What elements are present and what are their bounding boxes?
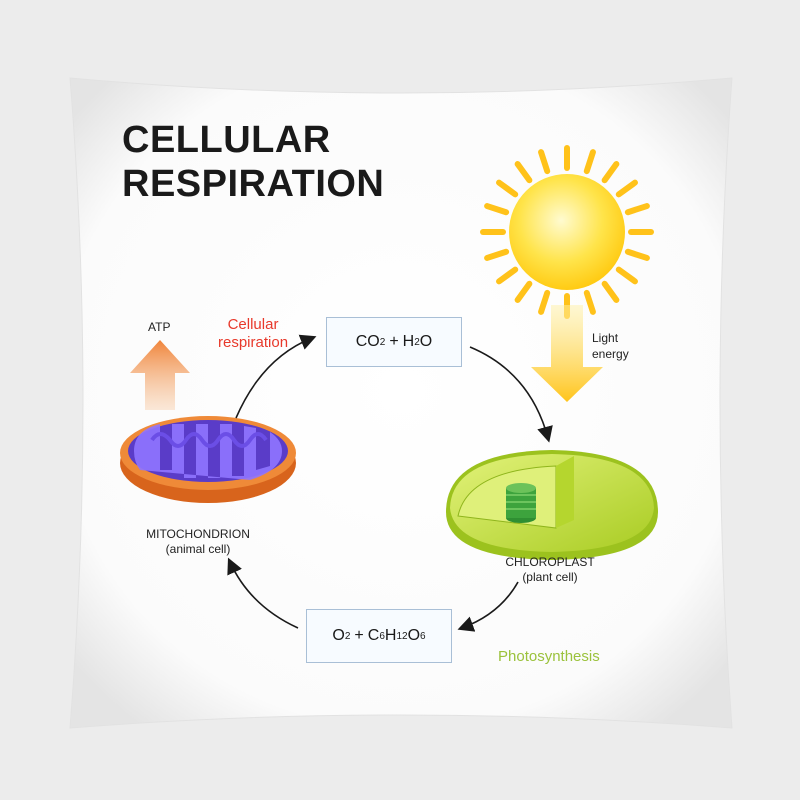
sun-ray	[538, 149, 551, 175]
title-line-1: CELLULAR	[122, 119, 331, 161]
formula-o2-subscript: 2	[344, 630, 351, 642]
sun-ray	[601, 280, 620, 303]
formula-h-subscript: 12	[396, 630, 408, 642]
sun-ray	[583, 149, 596, 175]
sun-ray	[624, 203, 650, 216]
arrow-co2-to-chloroplast	[469, 346, 553, 443]
sun-ray	[496, 179, 519, 198]
sun-ray	[514, 161, 533, 184]
cellular-respiration-label: Cellular respiration	[218, 316, 288, 352]
chloroplast-line-1: CHLOROPLAST	[505, 555, 595, 569]
arrow-mito-to-co2	[235, 334, 317, 419]
sun-ray	[624, 248, 650, 261]
sun-ray	[615, 266, 638, 285]
formula-co-subscript: 2	[379, 336, 386, 348]
sun-ray	[601, 161, 620, 184]
mitochondrion-icon	[120, 416, 296, 503]
formula-o: O	[407, 627, 421, 644]
mitochondrion-line-1: MITOCHONDRION	[146, 527, 250, 541]
sun-rays	[480, 145, 654, 319]
formula-co: CO	[355, 333, 380, 350]
mitochondrion-line-2: (animal cell)	[165, 542, 231, 556]
sun-ray	[514, 280, 533, 303]
arrow-down-icon	[531, 305, 603, 402]
mitochondrion-label: MITOCHONDRION (animal cell)	[128, 527, 268, 557]
light-energy-line-1: Light	[592, 331, 619, 345]
arrow-chloroplast-to-o2	[457, 581, 519, 632]
formula-c: C	[367, 627, 380, 644]
chloroplast-icon	[446, 450, 658, 560]
light-energy-line-2: energy	[592, 347, 629, 361]
sun-ray	[496, 266, 519, 285]
formula-c-subscript: 6	[379, 630, 385, 642]
sun-icon	[509, 174, 625, 290]
sun-ray	[538, 289, 551, 315]
cellular-respiration-line-1: Cellular	[227, 316, 279, 333]
formula-o-subscript: 6	[420, 630, 426, 642]
sun-ray	[615, 179, 638, 198]
atp-label: ATP	[148, 320, 171, 334]
light-energy-label: Light energy	[592, 330, 629, 362]
sun-ray	[484, 203, 510, 216]
formula-plus: +	[354, 627, 364, 644]
photosynthesis-label: Photosynthesis	[498, 648, 600, 665]
chloroplast-line-2: (plant cell)	[522, 570, 578, 584]
formula-plus: +	[389, 333, 399, 350]
title-line-2: RESPIRATION	[122, 163, 385, 205]
formula-h: H	[402, 333, 415, 350]
sun-ray	[484, 248, 510, 261]
formula-o2: O	[332, 627, 345, 644]
diagram-title: CELLULAR RESPIRATION	[122, 118, 384, 206]
formula-h-subscript: 2	[414, 336, 420, 348]
arrow-o2-to-mito	[227, 557, 299, 629]
cellular-respiration-line-2: respiration	[218, 334, 289, 351]
chloroplast-label: CHLOROPLAST (plant cell)	[490, 555, 610, 585]
sun-ray	[583, 289, 596, 315]
formula-o: O	[419, 333, 433, 350]
formula-h: H	[384, 627, 397, 644]
arrow-up-icon	[130, 340, 190, 410]
